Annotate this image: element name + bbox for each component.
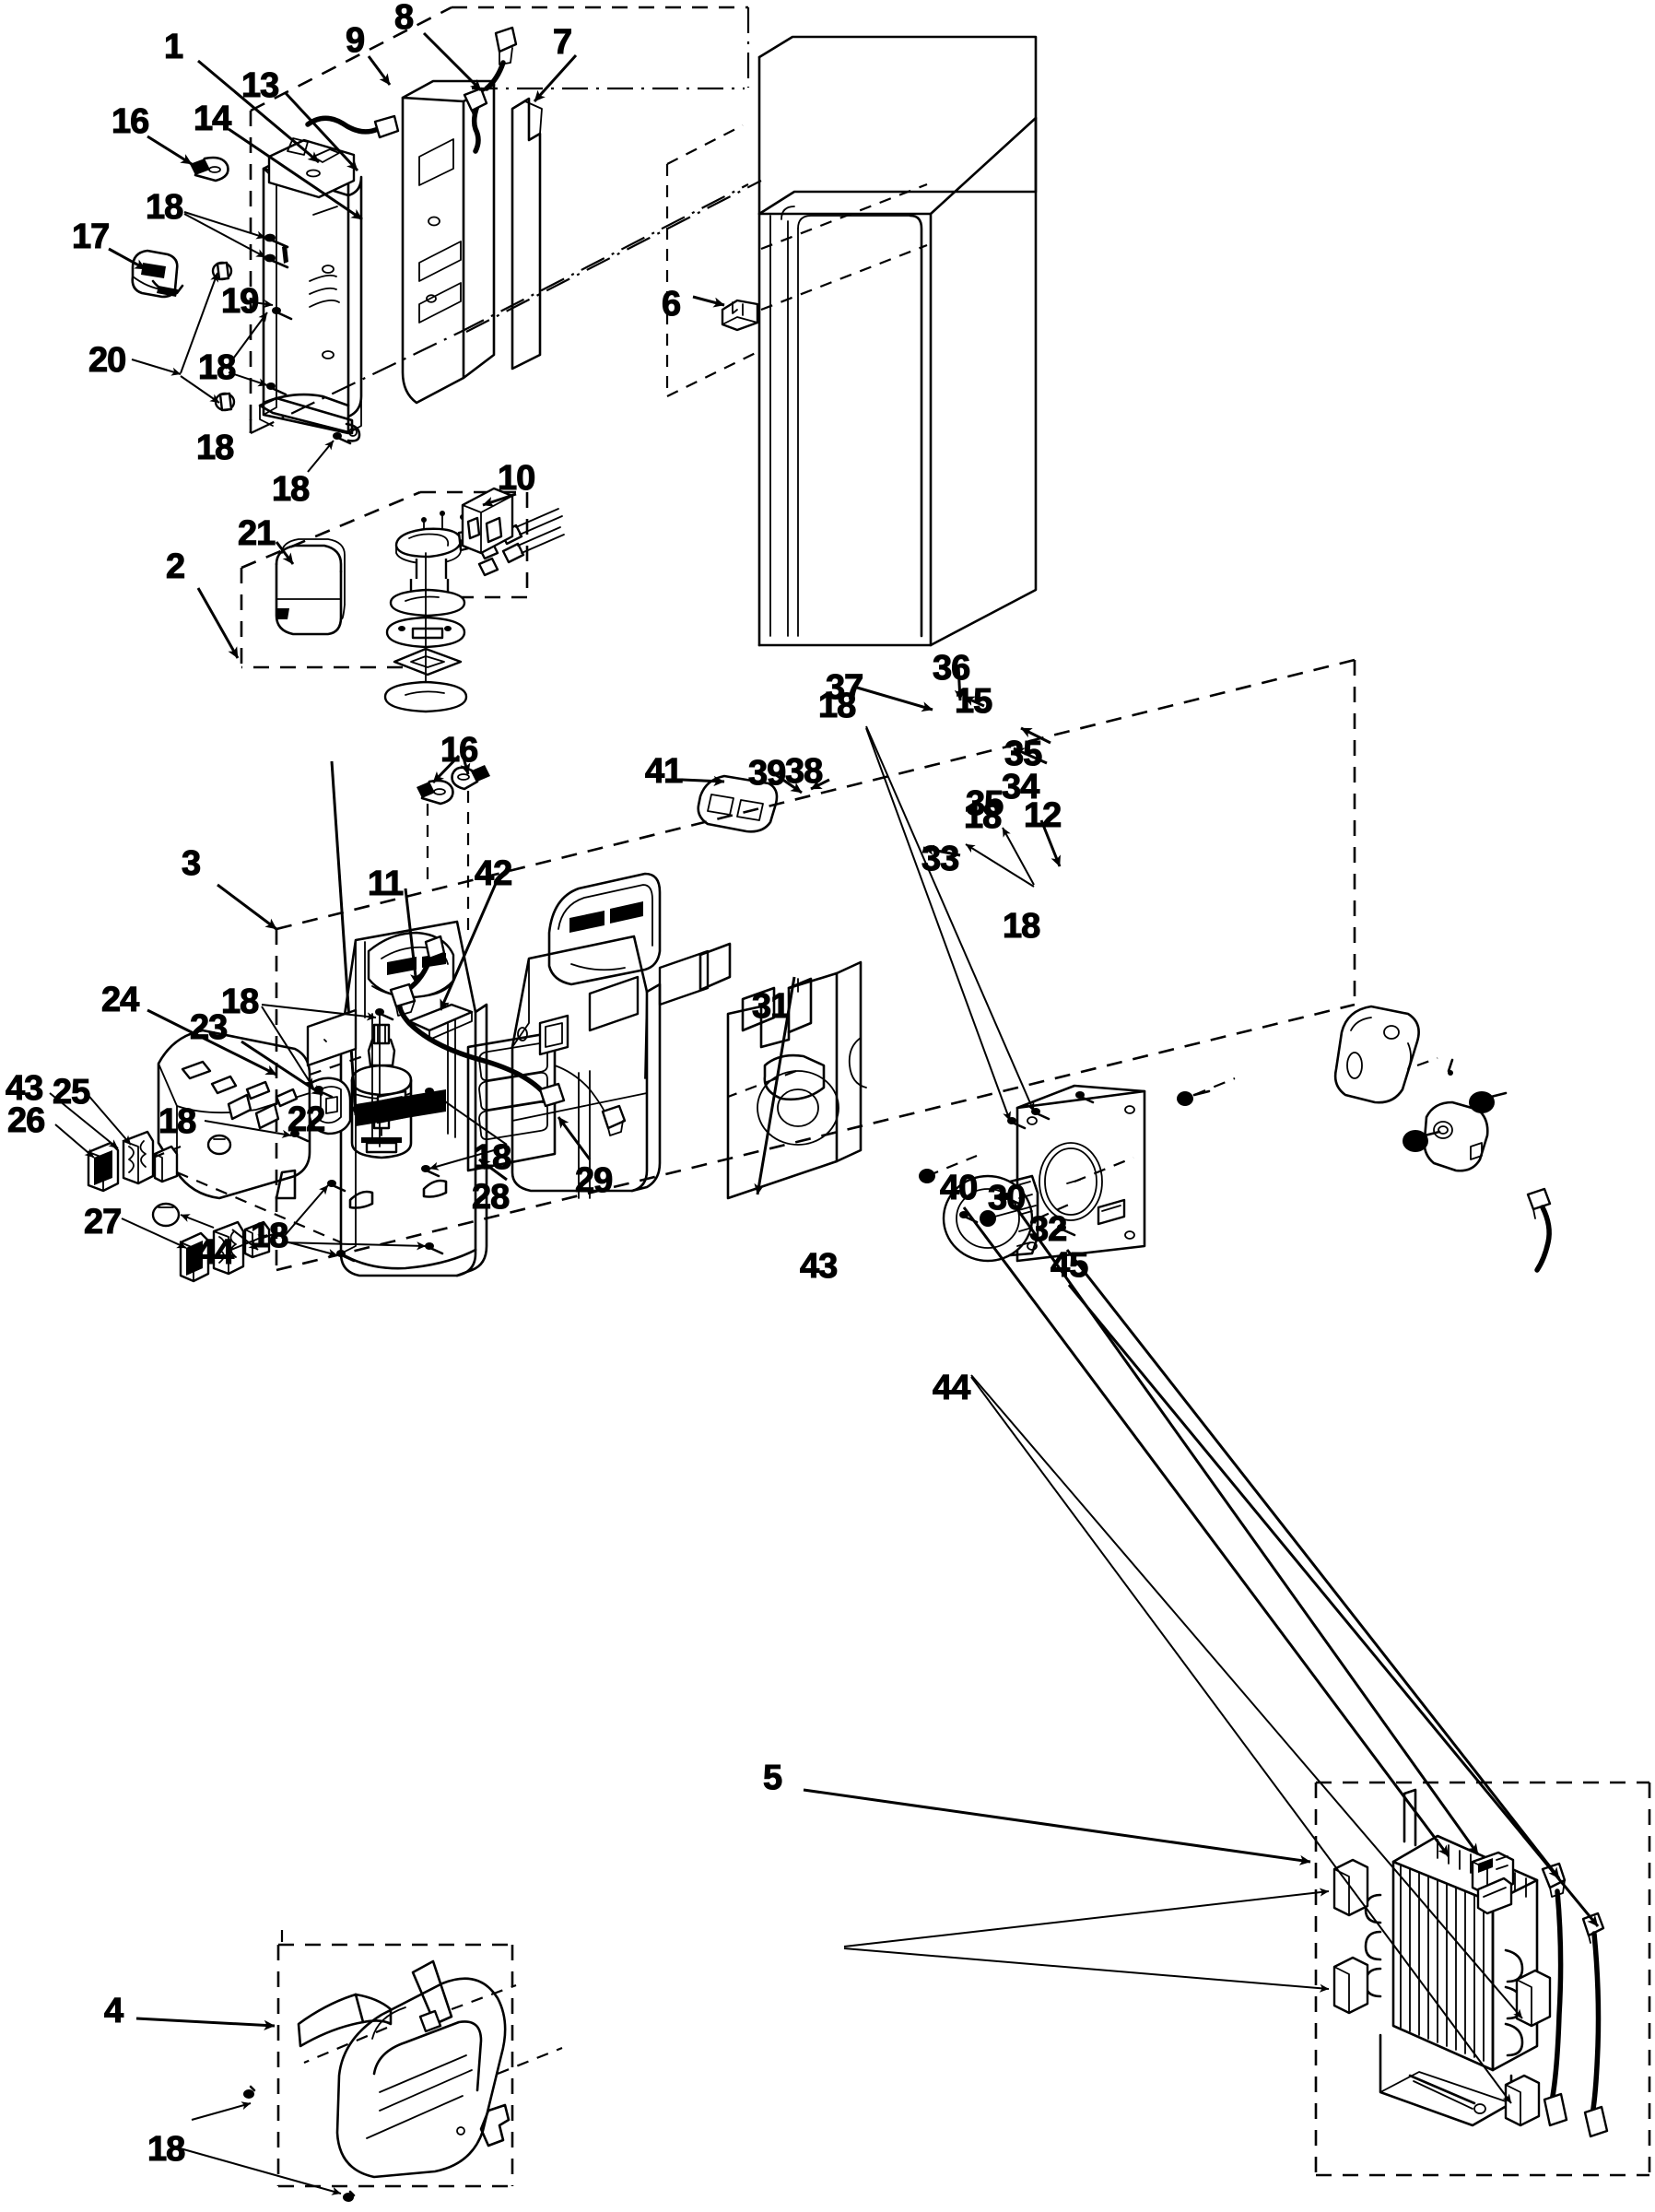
evaporator-assembly-boundary (1314, 1781, 1651, 2177)
callout-20: 20 (88, 341, 126, 380)
callout-17: 17 (71, 218, 110, 256)
callout-35: 35 (1004, 735, 1042, 773)
callout-30: 30 (987, 1179, 1026, 1218)
callout-18-e: 18 (817, 687, 856, 725)
callout-11: 11 (367, 865, 404, 903)
callout-8: 8 (393, 0, 414, 37)
evaporator-air-duct (698, 942, 867, 1200)
leader-lines-group1 (108, 31, 725, 473)
door-stopper-clip (721, 299, 759, 332)
callout-22: 22 (287, 1100, 325, 1139)
refrigerator-cabinet (757, 35, 1038, 647)
callout-14: 14 (193, 100, 231, 138)
callout-40: 40 (939, 1169, 978, 1207)
fan-mounting-bracket (1015, 1084, 1146, 1263)
leader-lines-group5 (803, 1206, 1600, 2104)
callout-15: 15 (954, 682, 992, 721)
callout-2: 2 (165, 547, 185, 586)
callout-39: 39 (747, 754, 786, 793)
ice-chute-damper (1333, 1005, 1420, 1104)
callout-18-b: 18 (197, 348, 236, 387)
evaporator-sensor-lead (1581, 1912, 1609, 2138)
callout-23: 23 (189, 1008, 228, 1047)
callout-37: 37 (825, 668, 863, 707)
callout-45: 45 (1050, 1246, 1088, 1285)
ice-chute-flap (1423, 1100, 1489, 1172)
callout-38: 38 (784, 752, 823, 791)
evaporator-coil (1364, 1788, 1539, 2127)
door-front-outer-panel (258, 137, 363, 442)
callout-43-evap: 43 (799, 1247, 838, 1286)
callout-32: 32 (1028, 1210, 1067, 1249)
callout-27: 27 (83, 1203, 122, 1241)
ice-bucket (297, 1959, 511, 2179)
cabinet-projection-lines (465, 87, 762, 397)
callout-26: 26 (6, 1101, 45, 1140)
callout-34: 34 (1001, 768, 1039, 806)
auger-motor-cover (275, 538, 346, 636)
ice-chute-switch-bracket (461, 487, 514, 555)
callout-7: 7 (552, 23, 572, 62)
callout-33: 33 (921, 840, 959, 878)
ice-maker-module (511, 872, 662, 1199)
callout-6: 6 (661, 285, 681, 324)
door-side-gasket-strip (511, 97, 543, 371)
callout-42: 42 (474, 854, 512, 893)
callout-18-d: 18 (271, 470, 310, 509)
callout-44: 44 (195, 1233, 234, 1272)
leader-lines-group4 (135, 1930, 356, 2202)
fan-lead-wire (1526, 1187, 1552, 1273)
callout-25: 25 (52, 1073, 90, 1112)
callout-36: 36 (932, 649, 970, 688)
callout-18-f: 18 (963, 797, 1002, 836)
dispenser-trim-cover (157, 1029, 311, 1200)
door-handle-cap (131, 249, 184, 299)
callout-16: 16 (111, 102, 149, 141)
callout-18-h: 18 (220, 982, 259, 1021)
callout-24: 24 (100, 981, 139, 1019)
callout-18-k: 18 (250, 1217, 288, 1255)
callout-28: 28 (471, 1178, 510, 1217)
callout-4: 4 (103, 1992, 123, 2030)
dispenser-light-lens (306, 949, 710, 1067)
defrost-thermostat (1471, 1851, 1515, 1915)
assembly-guide-lines (152, 1053, 1438, 2076)
ice-chute-auger-stack (383, 508, 565, 713)
callout-18-l: 18 (147, 2130, 185, 2169)
foam-blocks-evaporator (1332, 1858, 1552, 2127)
callout-43: 43 (5, 1069, 43, 1108)
callout-18-g: 18 (1002, 907, 1040, 946)
callout-18-i: 18 (158, 1102, 196, 1141)
callout-10: 10 (497, 459, 535, 498)
callout-18: 18 (145, 188, 183, 227)
callout-31: 31 (751, 987, 790, 1026)
callout-1: 1 (163, 28, 183, 66)
callout-35b: 35 (965, 784, 1004, 823)
callout-44-evap: 44 (932, 1369, 970, 1407)
screw-heads (290, 1008, 1211, 1263)
leader-lines-group3 (49, 665, 1062, 1257)
callout-12: 12 (1023, 796, 1062, 835)
callout-5: 5 (762, 1759, 782, 1797)
callout-13: 13 (241, 66, 279, 105)
fan-motor-bush (1403, 1091, 1508, 1152)
callout-29: 29 (574, 1161, 613, 1200)
callout-16-b: 16 (440, 731, 478, 770)
callout-3: 3 (181, 844, 201, 883)
callout-19: 19 (220, 282, 259, 321)
hinge-pin (1447, 1058, 1454, 1076)
callout-9: 9 (345, 21, 365, 60)
dispenser-cover-wire (305, 114, 400, 139)
callout-21: 21 (237, 514, 276, 553)
callout-41: 41 (644, 752, 683, 791)
callout-18-j: 18 (473, 1138, 511, 1177)
callout-18-c: 18 (195, 429, 234, 467)
lamp-bulb (190, 156, 229, 182)
lamp-bulb-pair-mid (417, 754, 490, 933)
door-inner-liner-panel (401, 79, 496, 405)
